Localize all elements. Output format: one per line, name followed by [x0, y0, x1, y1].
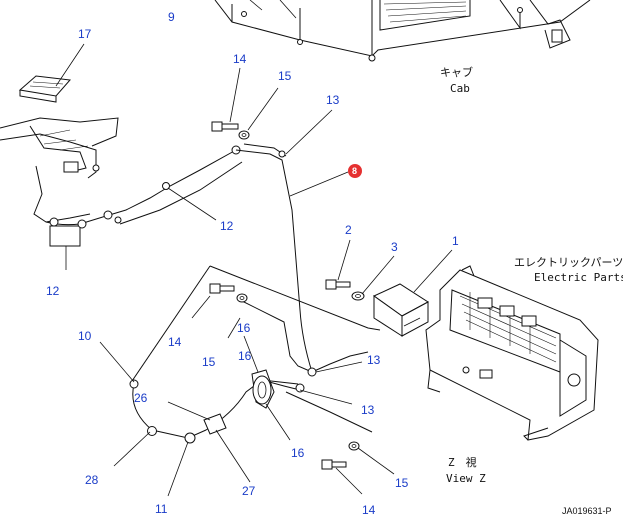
callout-15-top: 15	[278, 69, 292, 83]
callout-26: 26	[134, 391, 148, 405]
bolt-14-top	[211, 121, 250, 140]
callout-14-top: 14	[233, 52, 247, 66]
callout-13-low: 13	[361, 403, 375, 417]
callout-14-mid: 14	[168, 335, 182, 349]
cab-label-en: Cab	[450, 82, 470, 95]
lower-harness	[129, 265, 381, 444]
left-bracket-assembly	[0, 75, 119, 223]
cab-structure	[214, 0, 591, 62]
main-harness	[235, 143, 369, 373]
electric-parts-box	[373, 283, 429, 337]
callout-14-bottom: 14	[362, 503, 376, 517]
electric-parts-panel	[425, 265, 599, 441]
callout-10: 10	[78, 329, 92, 343]
drawing-code: JA019631-P	[562, 506, 612, 516]
callouts: 9 17 14 15 13 8 12 12 2 3 1 10 16 14 15 …	[46, 10, 459, 517]
callout-3: 3	[391, 240, 398, 254]
callout-8-marker	[348, 164, 362, 178]
cab-label-jp: キャブ	[440, 65, 473, 79]
callout-13-mid: 13	[367, 353, 381, 367]
electric-parts-label-en: Electric Parts	[534, 271, 623, 284]
callout-12-right: 12	[220, 219, 234, 233]
callout-27: 27	[242, 484, 256, 498]
callout-15-bottom: 15	[395, 476, 409, 490]
callout-16-clamp: 16	[238, 349, 252, 363]
callout-15-mid: 15	[202, 355, 216, 369]
bolt-14-mid	[209, 283, 248, 303]
view-label-jp: Z 視	[448, 455, 477, 469]
electric-parts-label-jp: エレクトリックパーツ	[514, 256, 623, 269]
view-label-en: View Z	[446, 472, 486, 485]
harness-left	[45, 145, 243, 247]
callout-13-top: 13	[326, 93, 340, 107]
leader-lines	[55, 43, 453, 497]
labels: キャブ Cab エレクトリックパーツ Electric Parts Z 視 Vi…	[440, 65, 623, 516]
callout-16-mid: 16	[237, 321, 251, 335]
callout-9: 9	[168, 10, 175, 24]
callout-28: 28	[85, 473, 99, 487]
callout-16-low: 16	[291, 446, 305, 460]
callout-17: 17	[78, 27, 92, 41]
callout-1: 1	[452, 234, 459, 248]
bolt-14-bottom	[321, 441, 360, 470]
callout-12-left: 12	[46, 284, 60, 298]
callout-2: 2	[345, 223, 352, 237]
callout-11: 11	[155, 502, 168, 516]
callout-8: 8	[352, 166, 357, 176]
bolt-2	[325, 279, 365, 301]
